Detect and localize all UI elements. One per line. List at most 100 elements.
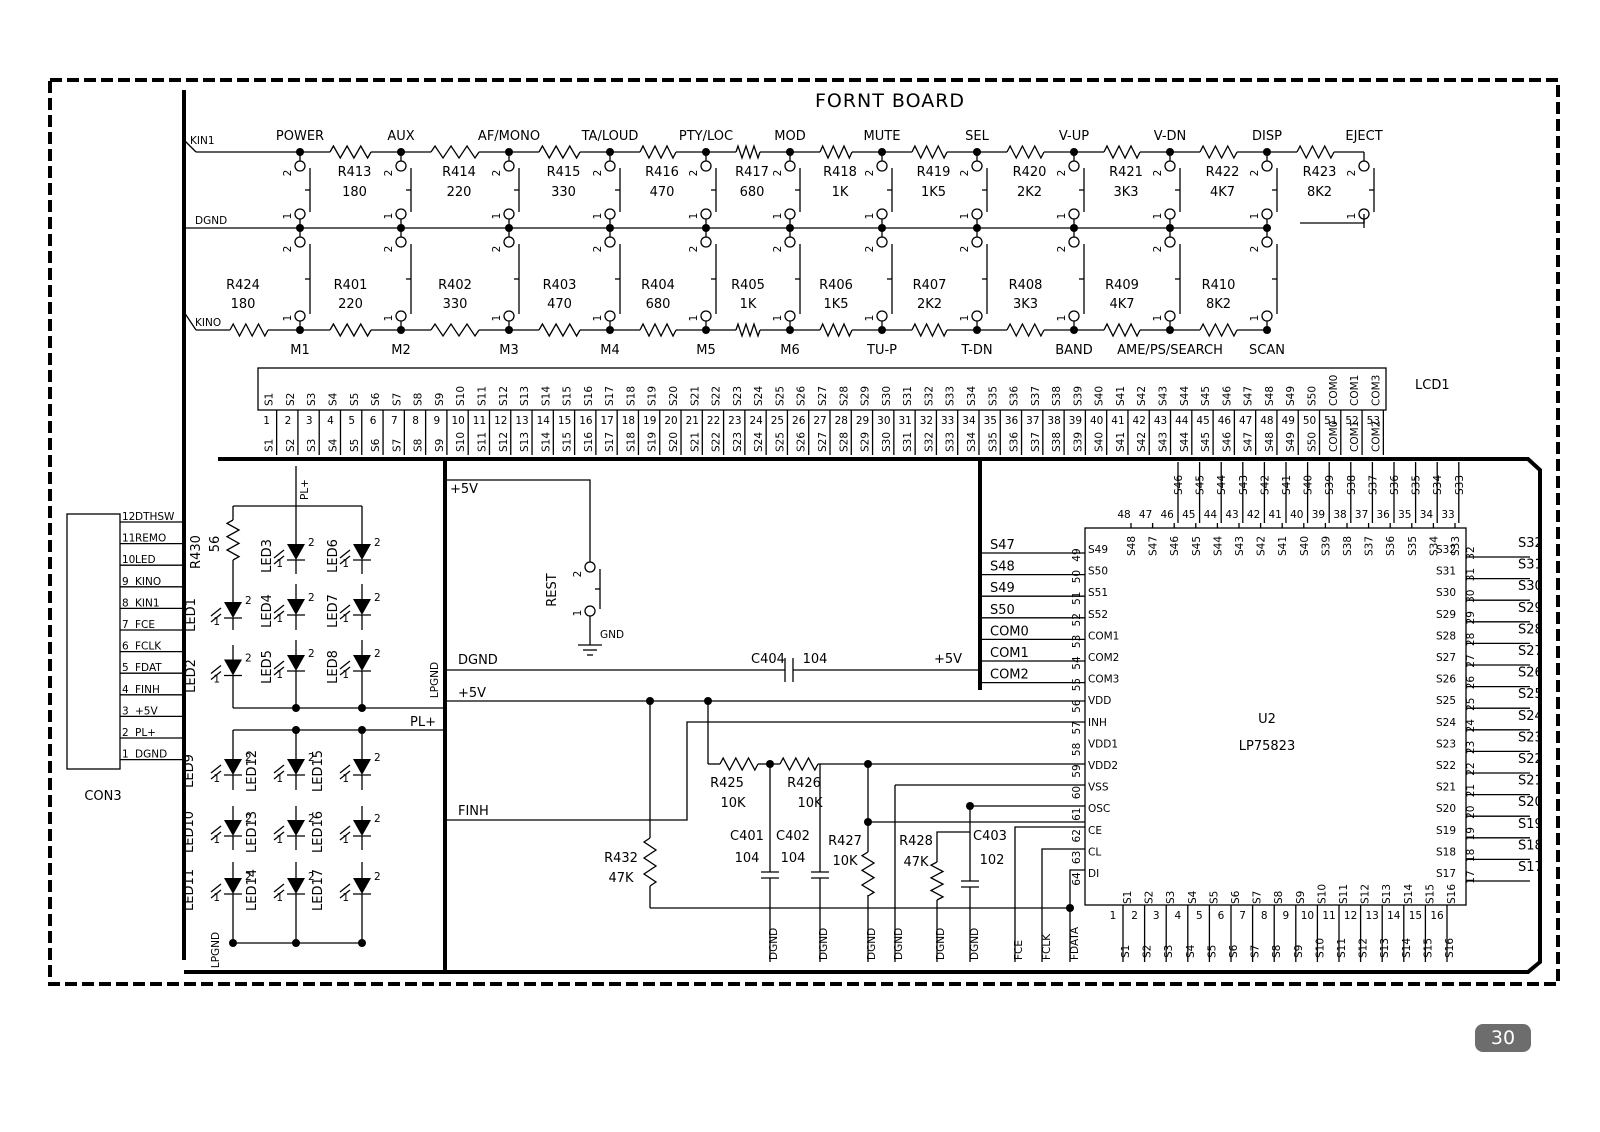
u2-left-num: 62 [1071,829,1083,842]
bottom-net-label: DGND [768,928,780,960]
resistor-ref: R408 [1009,278,1043,293]
resistor-row2 [1199,322,1238,338]
led-ref: LED10 [182,811,197,853]
resistor-ref: R404 [641,278,675,293]
lcd-pin-number: 38 [1047,415,1060,427]
lcd-pin-net: COM0 [1328,421,1340,452]
led-arrow [339,831,351,841]
led-arrow [339,883,351,893]
led-arrow [210,664,222,675]
lcd-pin-number: 47 [1239,415,1252,427]
led-pin1: 1 [276,892,283,904]
resistor-r432 [642,837,658,887]
led-pin1: 1 [213,773,220,785]
lcd-pin-name: S27 [817,386,829,406]
lcd-pin-net: COM2 [1370,421,1382,452]
lcd-pin-number: 48 [1260,415,1273,427]
u2-left-num: 54 [1071,656,1083,670]
con3-pin-number: 7 [122,619,129,631]
con3-pin-number: 8 [122,597,129,609]
key-switch-row2-contact [876,236,888,248]
u2-right-num: 30 [1465,590,1477,603]
u2-left-pin: CE [1088,825,1102,837]
key-switch-row1-pin2: 2 [383,170,395,177]
u2-left-num: 52 [1071,613,1083,626]
pl-label-2: PL+ [410,715,436,730]
u2-bottom-num: 4 [1174,910,1181,922]
key-label-row1: TA/LOUD [581,129,639,144]
u2-bottom-net: S7 [1250,945,1262,958]
key-label-row2: M6 [780,343,800,358]
led-diode [287,655,305,671]
u2-top-num: 41 [1269,509,1282,521]
lcd-ref: LCD1 [1415,378,1450,393]
key-switch-row2-pin1: 1 [1249,315,1261,322]
resistor-value: 3K3 [1113,185,1138,200]
led-pin1: 1 [276,669,283,681]
key-switch-row1-contact [395,208,407,220]
u2-bottom-num: 12 [1344,910,1357,922]
lcd-pin-number: 12 [494,415,507,427]
lcd-pin-name: S48 [1264,386,1276,406]
com-net-label: COM1 [990,646,1029,661]
lcd-pin-name: S45 [1200,386,1212,406]
lcd-pin-net: S32 [923,432,935,452]
led-diode [224,759,242,775]
key-switch-row2-pin2: 2 [282,246,294,253]
u2-right-pin: S30 [1436,587,1456,599]
u2-left-num: 63 [1071,851,1083,864]
key-switch-row2-contact [876,310,888,322]
lcd-pin-net: S28 [838,432,850,452]
lcd-connector [257,367,1387,411]
lcd-pin-number: 30 [877,415,890,427]
key-switch-row1-pin2: 2 [688,170,700,177]
resistor-value: 220 [447,185,472,200]
key-label-row2: BAND [1055,343,1093,358]
lcd-pin-number: 17 [600,415,613,427]
net-kin1: KIN1 [190,135,215,147]
u2-left-pin: S49 [1088,544,1108,556]
lcd-pin-name: S20 [668,386,680,406]
resistor-row1 [1199,144,1238,160]
con3-pin-name: REMO [135,533,166,545]
led-pin2: 2 [374,648,381,660]
u2-left-pin: OSC [1088,803,1110,815]
key-switch-row2-contact [784,310,796,322]
u2-top-num: 35 [1398,509,1411,521]
lcd-pin-name: S35 [987,386,999,406]
lcd-pin-name: S10 [455,386,467,406]
components [66,143,1467,906]
led-pin2: 2 [374,537,381,549]
u2-left-num: 50 [1071,570,1083,583]
resistor-ref: R421 [1109,165,1143,180]
resistor-ref: R409 [1105,278,1139,293]
led-arrow [273,610,285,620]
lcd-pin-number: 46 [1218,415,1232,427]
lcd-pin-name: COM0 [1328,375,1340,406]
key-switch-row1-pin1: 1 [1249,213,1261,220]
resistor-ref: R415 [547,165,581,180]
lcd-pin-name: S22 [711,386,723,406]
r427-value: 10K [832,854,858,869]
resistor-row1 [1103,144,1141,160]
wiring [120,90,1542,974]
u2-top-net: S45 [1195,475,1207,495]
lcd-pin-name: S11 [476,386,488,406]
con3-pin-number: 11 [122,533,135,545]
resistor-ref: R422 [1206,165,1240,180]
lcd-pin-name: S42 [1136,386,1148,406]
labels: KIN1DGNDKINOPOWER21R413180AUX21R414220AF… [84,129,1542,968]
led-diode [224,878,242,894]
kin1-entry [183,139,197,153]
led-arrow [210,831,222,841]
u2-right-pin: S28 [1436,630,1456,642]
junction-dot [292,704,300,712]
u2-left-num: 56 [1071,699,1083,713]
u2-top-net: S37 [1367,475,1379,495]
resistor-value: 1K [832,185,849,200]
key-switch-row1-contact [784,160,796,172]
com-net-label: S49 [990,581,1015,596]
key-switch-row1-contact [1358,208,1370,220]
u2-right-num: 21 [1465,784,1477,797]
key-switch-row2-contact [1261,236,1273,248]
